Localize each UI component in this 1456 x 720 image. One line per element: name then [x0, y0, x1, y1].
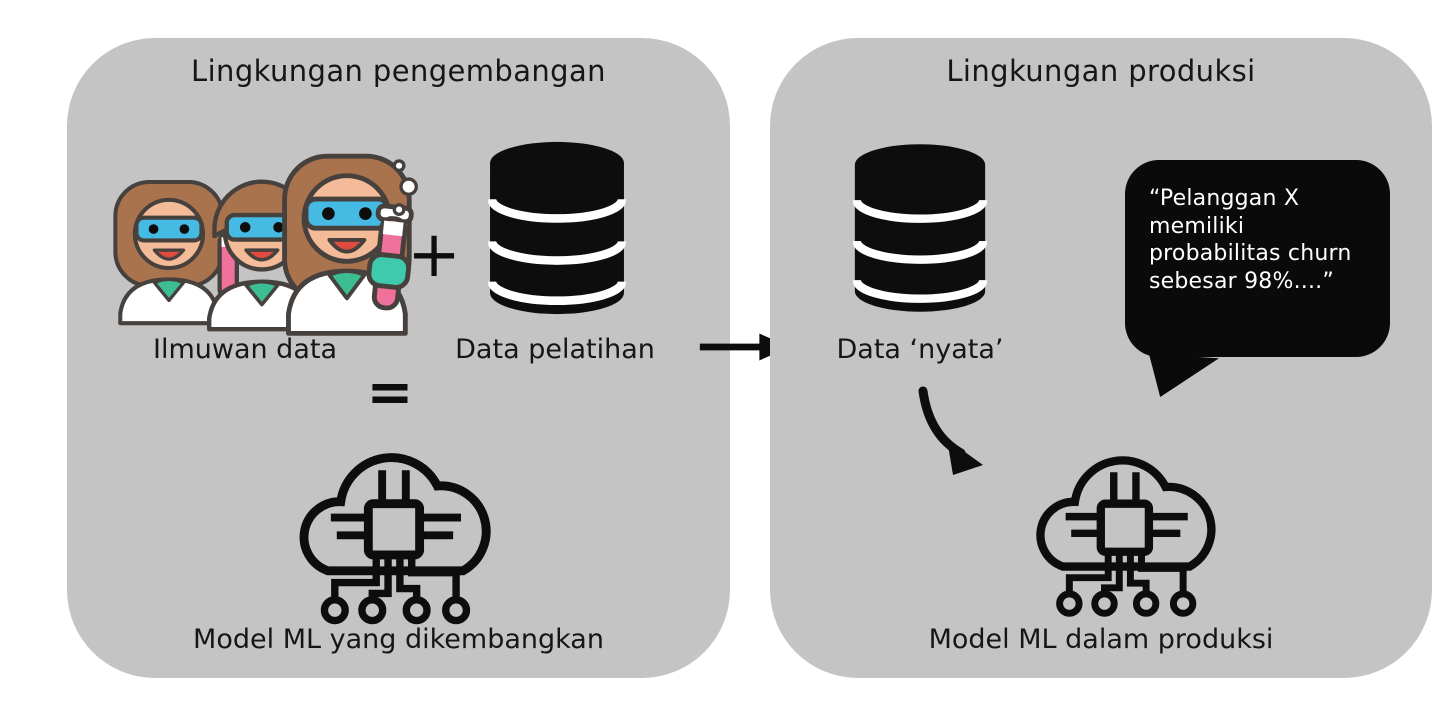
training-database-icon [488, 140, 626, 316]
production-panel-title: Lingkungan produksi [946, 54, 1256, 88]
production-model-cloud-icon [1012, 418, 1234, 618]
curved-arrow-icon [885, 383, 995, 479]
speech-bubble: “Pelanggan X memiliki probabilitas churn… [1125, 160, 1390, 397]
data-scientists-graphic [113, 153, 418, 336]
production-environment-panel: Lingkungan produksi Data ‘nyata’ “Pelang… [770, 38, 1432, 678]
equals-icon: = [366, 359, 414, 425]
data-scientists-icon [107, 150, 422, 336]
developed-model-label: Model ML yang dikembangkan [193, 624, 604, 655]
production-model-label: Model ML dalam produksi [928, 624, 1274, 655]
developed-model-cloud-icon [272, 413, 512, 625]
scientists-label: Ilmuwan data [152, 334, 338, 365]
development-panel-title: Lingkungan pengembangan [191, 54, 606, 88]
plus-icon: + [407, 218, 461, 292]
development-environment-panel: Lingkungan pengembangan [67, 38, 730, 678]
training-data-label: Data pelatihan [455, 334, 655, 365]
real-database-icon [853, 140, 987, 316]
speech-bubble-text: “Pelanggan X memiliki probabilitas churn… [1149, 186, 1352, 295]
speech-bubble-tail-icon [1149, 354, 1219, 397]
real-data-label: Data ‘nyata’ [836, 334, 1004, 365]
